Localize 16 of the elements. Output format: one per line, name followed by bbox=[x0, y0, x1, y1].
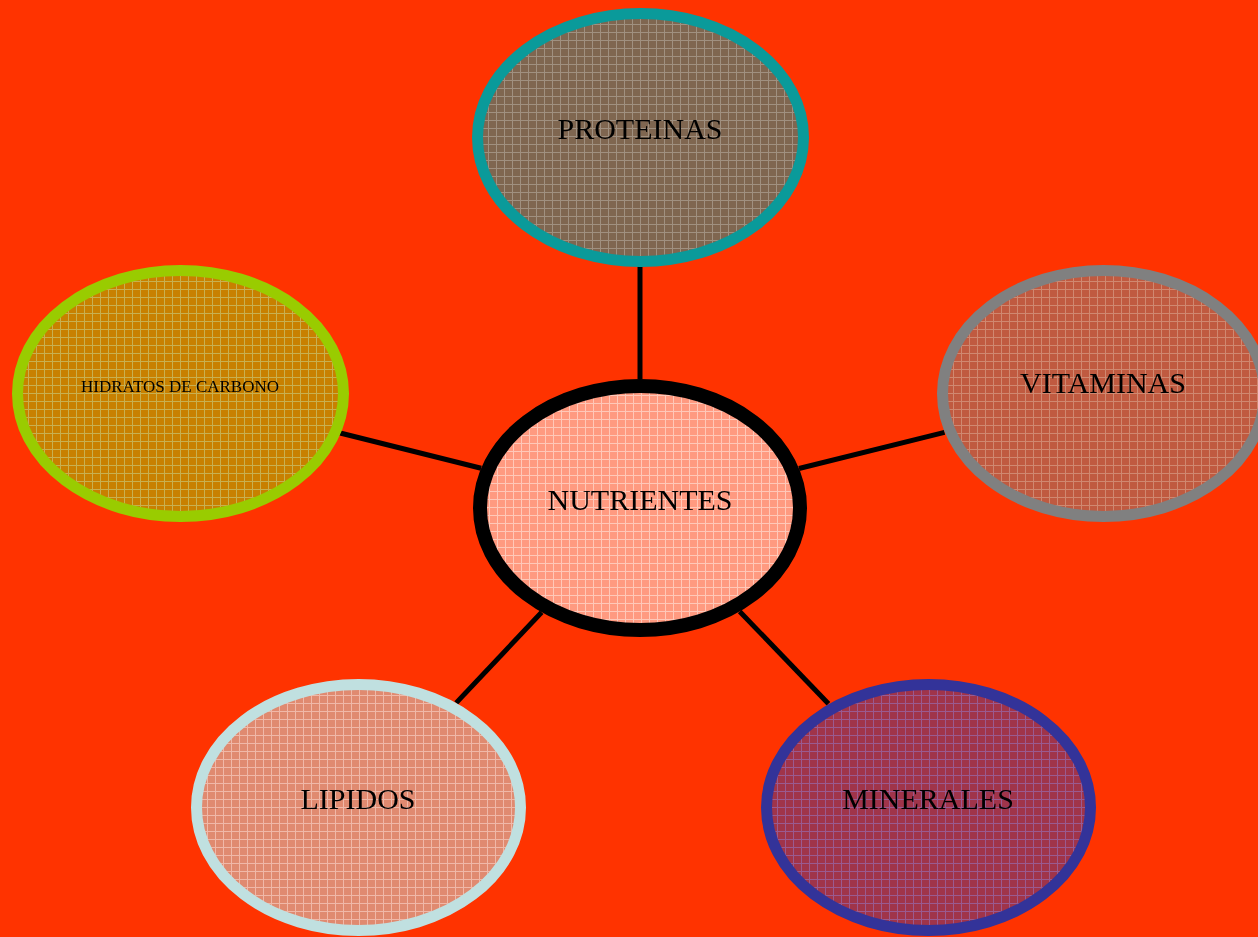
ellipse-node bbox=[190, 678, 526, 936]
ellipse-node bbox=[471, 7, 809, 267]
ellipse-node bbox=[473, 379, 807, 637]
node-label: HIDRATOS DE CARBONO bbox=[80, 377, 279, 397]
node-label: PROTEINAS bbox=[557, 112, 723, 146]
connector-line bbox=[737, 609, 831, 706]
connector-line bbox=[798, 429, 946, 471]
connector-line bbox=[637, 266, 643, 379]
node-label: LIPIDOS bbox=[300, 782, 416, 816]
node-label: MINERALES bbox=[842, 782, 1014, 816]
ellipse-node bbox=[760, 678, 1096, 936]
node-label: VITAMINAS bbox=[1020, 366, 1186, 400]
connector-line bbox=[339, 430, 482, 471]
ellipse-node bbox=[11, 264, 349, 522]
connector-line bbox=[454, 610, 544, 705]
node-label: NUTRIENTES bbox=[547, 483, 733, 517]
